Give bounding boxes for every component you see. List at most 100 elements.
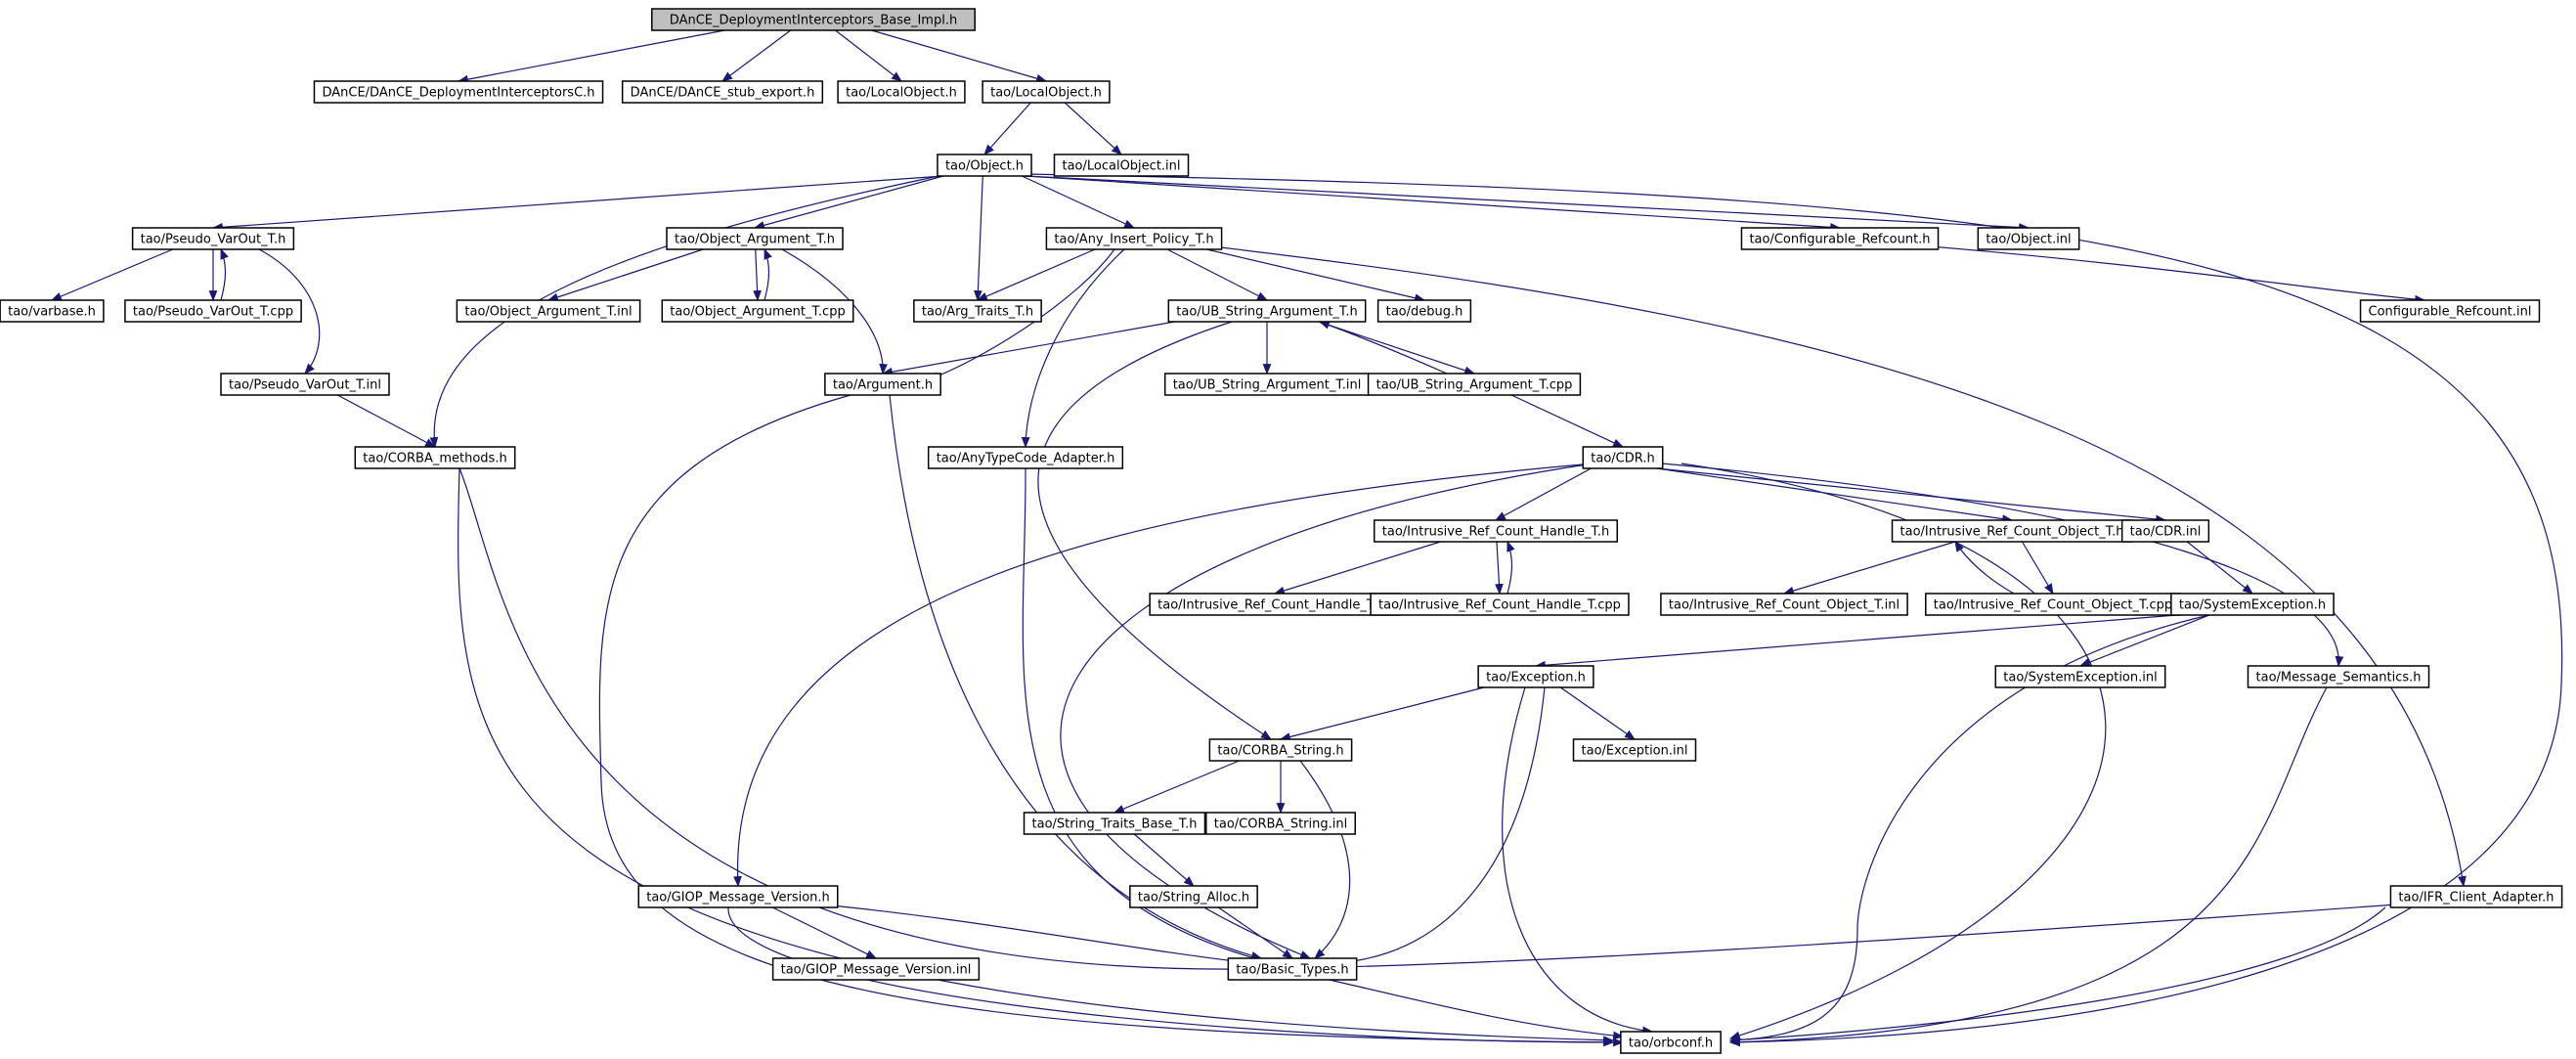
node-orbconf[interactable]: tao/orbconf.h [1620, 1031, 1722, 1054]
node-box [1023, 812, 1206, 835]
node-dic[interactable]: DAnCE/DAnCE_DeploymentInterceptorsC.h [313, 80, 604, 104]
node-box [982, 80, 1111, 104]
node-label: tao/Exception.inl [1582, 744, 1688, 759]
node-anytc[interactable]: tao/AnyTypeCode_Adapter.h [927, 446, 1124, 469]
edge-giop-to-giopinl [771, 906, 877, 959]
edge-obj-to-oah [753, 175, 944, 230]
node-corbam[interactable]: tao/CORBA_methods.h [354, 446, 516, 469]
node-box [1572, 738, 1697, 762]
edge-cdr-to-basic [1060, 463, 1594, 959]
node-label: tao/Basic_Types.h [1236, 963, 1348, 978]
node-salloc[interactable]: tao/String_Alloc.h [1129, 885, 1258, 908]
node-label: tao/Intrusive_Ref_Count_Object_T.cpp [1934, 598, 2172, 613]
file-nodes: DAnCE_DeploymentInterceptors_Base_Impl.h… [0, 8, 2563, 1054]
node-ubh[interactable]: tao/UB_String_Argument_T.h [1167, 299, 1367, 323]
node-lo_ext[interactable]: tao/LocalObject.h [837, 80, 966, 104]
node-sysexinl[interactable]: tao/SystemException.inl [1994, 665, 2166, 688]
edge-ubcpp-to-ubh [1318, 321, 1448, 375]
node-ubinl[interactable]: tao/UB_String_Argument_T.inl [1163, 373, 1371, 396]
node-ifr[interactable]: tao/IFR_Client_Adapter.h [2389, 885, 2563, 908]
node-irchcpp[interactable]: tao/Intrusive_Ref_Count_Handle_T.cpp [1370, 593, 1630, 616]
node-giopinl[interactable]: tao/GIOP_Message_Version.inl [771, 957, 981, 981]
node-giop[interactable]: tao/GIOP_Message_Version.h [637, 885, 839, 908]
edge-cdr-to-cdrinl [1656, 467, 2167, 524]
node-box [1582, 446, 1664, 469]
node-label: tao/CORBA_String.h [1217, 744, 1343, 759]
edge-aip-to-arg [927, 248, 1115, 380]
edge-giop-to-orbconf [727, 906, 1615, 1047]
node-msgsem[interactable]: tao/Message_Semantics.h [2247, 665, 2430, 688]
edge-exc-to-orbconf [1502, 686, 1654, 1036]
node-label: tao/Object.inl [1986, 233, 2071, 247]
edge-pvh-to-pvinl [258, 248, 321, 375]
node-box [2120, 519, 2210, 543]
node-box [1208, 738, 1353, 762]
node-pvcpp[interactable]: tao/Pseudo_VarOut_T.cpp [124, 299, 302, 323]
node-box [313, 80, 604, 104]
node-label: tao/Exception.h [1486, 671, 1586, 685]
node-label: tao/CORBA_String.inl [1214, 817, 1347, 832]
node-argtr[interactable]: tao/Arg_Traits_T.h [913, 299, 1042, 323]
node-box [1370, 593, 1630, 616]
edge-irco-to-ircocpp [2021, 541, 2054, 595]
node-oainl[interactable]: tao/Object_Argument_T.inl [456, 299, 641, 323]
node-varbase[interactable]: tao/varbase.h [0, 299, 105, 323]
node-aip[interactable]: tao/Any_Insert_Policy_T.h [1045, 227, 1223, 250]
node-label: tao/String_Alloc.h [1138, 891, 1249, 905]
node-box [913, 299, 1042, 323]
node-debug[interactable]: tao/debug.h [1376, 299, 1472, 323]
node-loinl[interactable]: tao/LocalObject.inl [1053, 154, 1190, 177]
node-stb[interactable]: tao/String_Traits_Base_T.h [1023, 812, 1206, 835]
node-label: tao/LocalObject.h [846, 86, 957, 101]
node-box [0, 299, 105, 323]
node-label: Configurable_Refcount.inl [2369, 305, 2532, 320]
node-cref[interactable]: tao/Configurable_Refcount.h [1740, 227, 1940, 250]
node-irch[interactable]: tao/Intrusive_Ref_Count_Handle_T.h [1374, 519, 1618, 543]
node-obj[interactable]: tao/Object.h [937, 154, 1032, 177]
edge-oah-to-arg [781, 248, 889, 375]
node-exc[interactable]: tao/Exception.h [1477, 665, 1594, 688]
node-objinl[interactable]: tao/Object.inl [1977, 227, 2080, 250]
node-excinl[interactable]: tao/Exception.inl [1572, 738, 1697, 762]
node-basic[interactable]: tao/Basic_Types.h [1227, 957, 1358, 981]
edge-cdr-to-msgsem [1661, 463, 2344, 668]
node-box [927, 446, 1124, 469]
node-box [837, 80, 966, 104]
node-ircoinl[interactable]: tao/Intrusive_Ref_Count_Object_T.inl [1660, 593, 1908, 616]
node-box [220, 373, 390, 396]
node-box [2389, 885, 2563, 908]
node-pvinl[interactable]: tao/Pseudo_VarOut_T.inl [220, 373, 390, 396]
node-box [651, 8, 976, 31]
node-label: tao/Object_Argument_T.inl [464, 305, 632, 320]
node-label: tao/IFR_Client_Adapter.h [2398, 891, 2554, 905]
node-root[interactable]: DAnCE_DeploymentInterceptors_Base_Impl.h [651, 8, 976, 31]
edge-root-to-lo_ext [835, 29, 902, 82]
edge-obj-to-pvh [211, 175, 943, 232]
node-pvh[interactable]: tao/Pseudo_VarOut_T.h [131, 227, 295, 250]
edge-aip-to-argtr [976, 248, 1096, 301]
edge-aip-to-ifr [1211, 245, 2467, 888]
node-cdr[interactable]: tao/CDR.h [1582, 446, 1664, 469]
node-label: tao/Arg_Traits_T.h [922, 305, 1033, 320]
edge-pvcpp-to-pvh [220, 247, 229, 301]
edge-msgsem-to-orbconf [1728, 686, 2328, 1047]
node-ircocpp[interactable]: tao/Intrusive_Ref_Count_Object_T.cpp [1925, 593, 2181, 616]
node-label: tao/UB_String_Argument_T.inl [1173, 378, 1362, 393]
node-cstrinl[interactable]: tao/CORBA_String.inl [1205, 812, 1356, 835]
edge-cstr-to-basic [1299, 760, 1351, 959]
node-irco[interactable]: tao/Intrusive_Ref_Count_Object_T.h [1891, 519, 2133, 543]
node-cstr[interactable]: tao/CORBA_String.h [1208, 738, 1353, 762]
node-oah[interactable]: tao/Object_Argument_T.h [666, 227, 844, 250]
node-cdrinl[interactable]: tao/CDR.inl [2120, 519, 2210, 543]
node-arg[interactable]: tao/Argument.h [824, 373, 941, 396]
edge-oah-to-oainl [546, 248, 704, 302]
node-crefinl[interactable]: Configurable_Refcount.inl [2359, 299, 2541, 323]
node-ubcpp[interactable]: tao/UB_String_Argument_T.cpp [1367, 373, 1582, 396]
node-irchinl[interactable]: tao/Intrusive_Ref_Count_Handle_T.inl [1149, 593, 1401, 616]
node-lo[interactable]: tao/LocalObject.h [982, 80, 1111, 104]
node-oacpp[interactable]: tao/Object_Argument_T.cpp [661, 299, 854, 323]
node-label: tao/Intrusive_Ref_Count_Handle_T.inl [1157, 598, 1392, 613]
node-sysex[interactable]: tao/SystemException.h [2170, 593, 2335, 616]
node-stub[interactable]: DAnCE/DAnCE_stub_export.h [621, 80, 824, 104]
node-label: tao/Pseudo_VarOut_T.cpp [133, 305, 293, 320]
